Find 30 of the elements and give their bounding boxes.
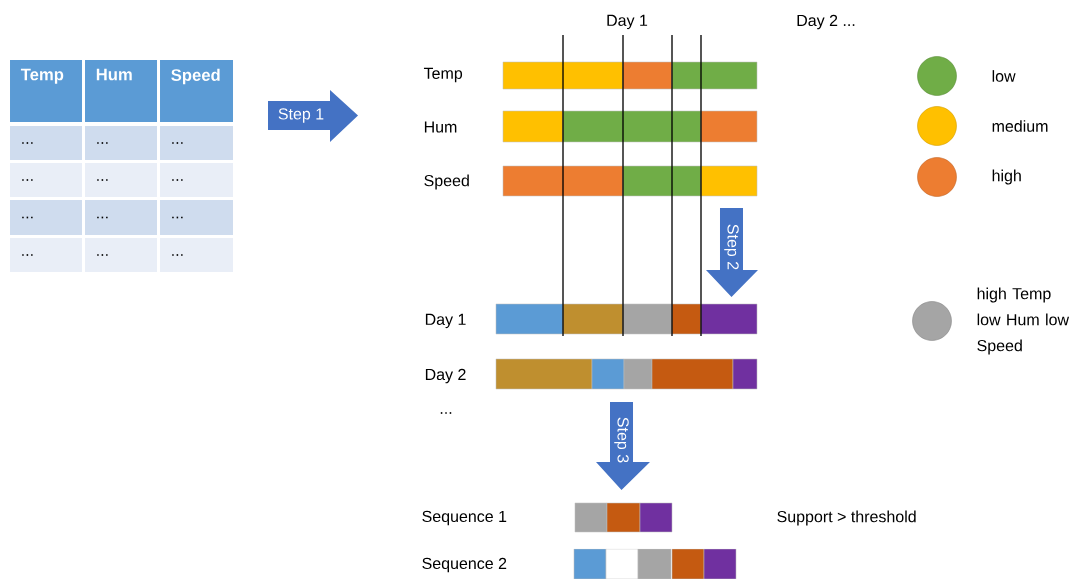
- table-cell: ...: [160, 238, 233, 272]
- legend-label: high: [992, 169, 1021, 185]
- table-header-cell: Temp: [10, 60, 82, 122]
- table-cell: ...: [10, 126, 82, 160]
- day-label: Day 1: [607, 14, 648, 30]
- legend-label: low: [992, 70, 1016, 82]
- row-label: Hum: [424, 121, 457, 133]
- legend-label: medium: [992, 120, 1048, 132]
- row-label: Temp: [423, 67, 463, 83]
- table-cell: ...: [85, 126, 157, 160]
- table-cell: ...: [160, 126, 233, 160]
- table-cell: ...: [85, 163, 157, 197]
- table-cell: ...: [10, 238, 82, 272]
- table-cell: ...: [85, 238, 157, 272]
- table-cell: ...: [10, 200, 82, 235]
- sequence-label: Sequence 2: [422, 557, 507, 573]
- row-label: Speed: [424, 174, 469, 190]
- sequence-label: Sequence 1: [422, 510, 507, 526]
- table-cell: ...: [160, 163, 233, 197]
- note-text: ...: [440, 412, 452, 414]
- table-cell: ...: [160, 200, 233, 235]
- legend-label: high Temp low Hum low Speed: [977, 287, 1070, 355]
- table-cell: ...: [85, 200, 157, 235]
- day-label: Day 2 ...: [797, 14, 855, 30]
- note-text: Support > threshold: [777, 510, 916, 526]
- day-label: Day 1: [425, 313, 466, 329]
- day-label: Day 2: [425, 368, 466, 384]
- table-header-cell: Hum: [85, 60, 157, 122]
- table-header-cell: Speed: [160, 60, 233, 122]
- table-cell: ...: [10, 163, 82, 197]
